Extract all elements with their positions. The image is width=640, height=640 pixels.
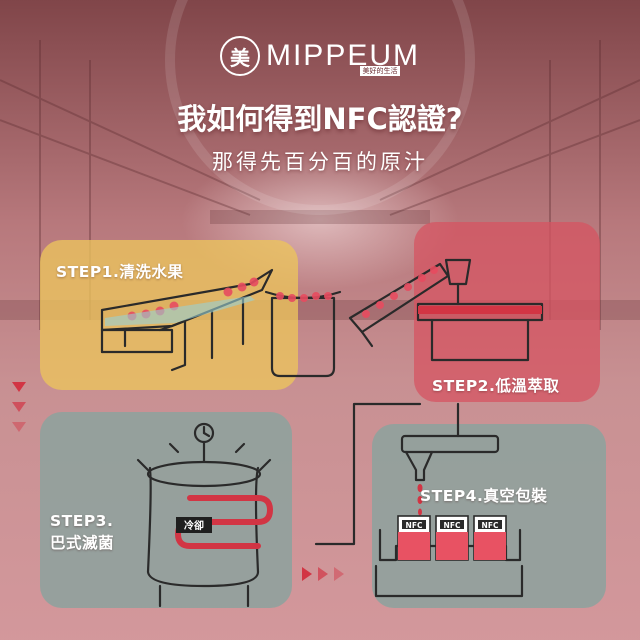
transfer-pipe-top (314, 402, 422, 546)
pasteurizer-lid (146, 460, 262, 488)
brand-mark-icon: 美 (219, 36, 260, 76)
coil-label-box (176, 517, 212, 533)
step4-label: STEP4.真空包裝 (420, 487, 548, 505)
filler-head (400, 434, 500, 454)
incline-conveyor (348, 262, 450, 334)
flow-arrow-down-icon (12, 382, 26, 392)
rinse-tank (270, 296, 336, 378)
page-title: 我如何得到NFC認證? (177, 102, 463, 136)
step3-label: STEP3. 巴式滅菌 (50, 510, 114, 554)
step2-label: STEP2.低溫萃取 (432, 377, 560, 395)
flow-arrow-down-icon (12, 402, 26, 412)
package-label: NFC (406, 521, 423, 530)
cooling-coil (174, 495, 274, 549)
flow-arrow-right-icon (302, 567, 312, 581)
juice-drops (417, 484, 423, 516)
brand-wordmark-sub: 美好的生活 (360, 66, 400, 76)
package-label: NFC (444, 521, 461, 530)
step3-panel (40, 412, 292, 608)
nfc-packages (397, 515, 507, 561)
washer-water (105, 296, 255, 326)
step3-label-line1: STEP3. (50, 512, 114, 530)
step3-label-line2: 巴式滅菌 (50, 534, 115, 552)
package-label: NFC (482, 521, 499, 530)
coil-label: 冷卻 (184, 519, 204, 532)
flow-arrow-right-icon (318, 567, 328, 581)
step1-label: STEP1.清洗水果 (56, 263, 184, 281)
page-subtitle: 那得先百分百的原汁 (212, 150, 428, 174)
pasteurizer-body (146, 466, 260, 588)
flow-arrow-down-icon (12, 422, 26, 432)
extractor-juice-bar (418, 306, 542, 314)
flow-arrow-right-icon (334, 567, 344, 581)
